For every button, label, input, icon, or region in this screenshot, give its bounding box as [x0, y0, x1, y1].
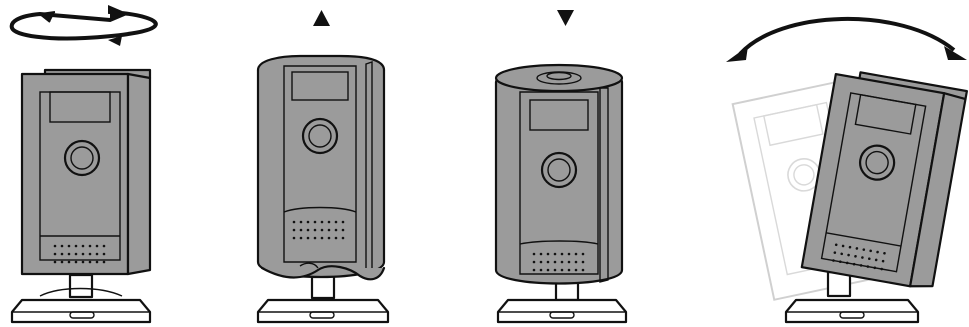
triangle-up-icon: [313, 10, 330, 26]
panel-rotate: [12, 8, 156, 322]
camera-body: [496, 65, 622, 284]
camera-stand: [12, 275, 150, 322]
camera-body: [258, 56, 384, 279]
triangle-down-icon: [557, 10, 574, 26]
panel-swivel: [726, 19, 967, 322]
double-headed-arc-arrow-icon: [726, 19, 967, 62]
camera-body: [22, 70, 150, 274]
camera-stand: [498, 280, 626, 322]
rotate-circular-arrows-icon: [12, 8, 156, 46]
camera-stand: [258, 276, 388, 322]
panel-tilt-up: [258, 10, 388, 322]
panel-tilt-down: [496, 10, 626, 322]
